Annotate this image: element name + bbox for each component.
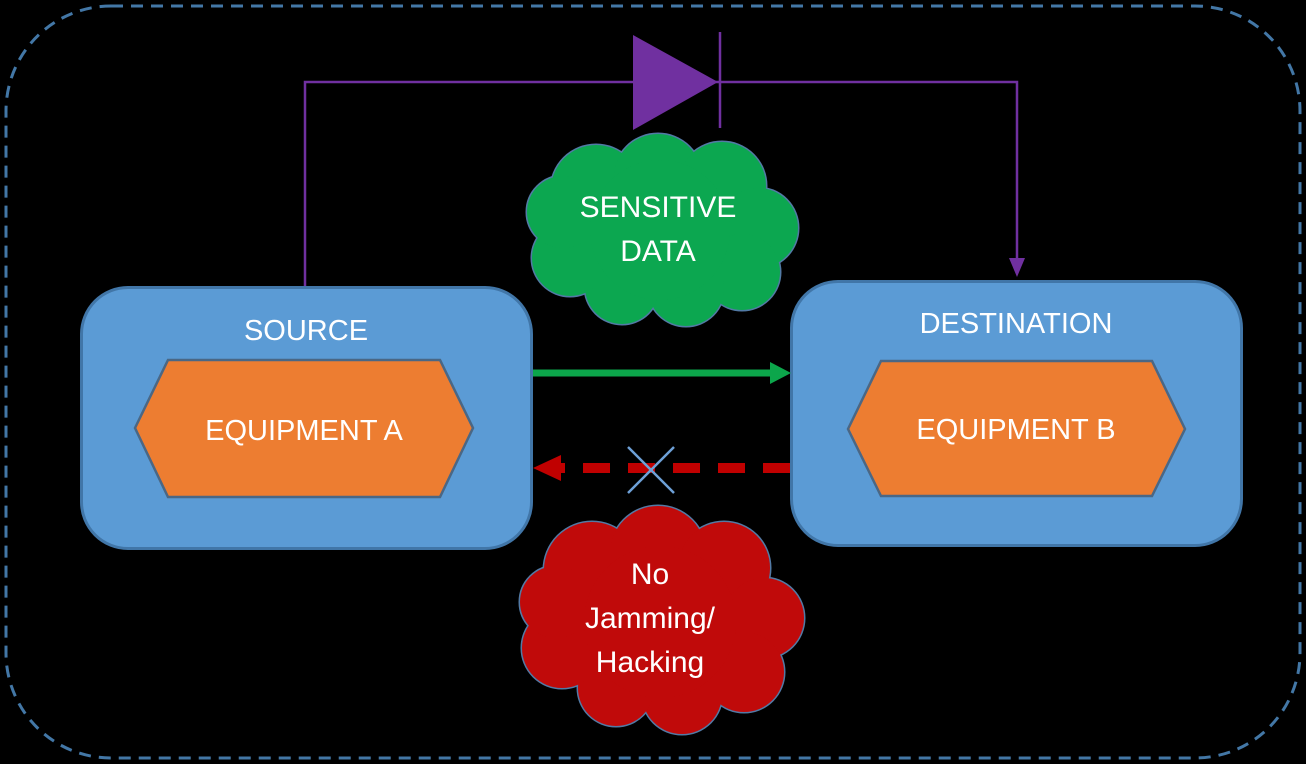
sensitive-data-cloud-label: SENSITIVE DATA <box>579 191 737 268</box>
diode-route-arrowhead <box>1009 258 1025 277</box>
destination-label: DESTINATION <box>919 307 1113 340</box>
equipment-a-hexagon <box>133 358 475 499</box>
one-way-diode-route <box>303 32 1025 286</box>
equipment-b-hexagon <box>846 359 1187 498</box>
blocked-cloud-shape <box>518 504 806 736</box>
blocked-cloud-label: No Jamming/ Hacking <box>584 558 716 679</box>
sensitive-data-cloud-shape <box>525 132 800 328</box>
allowed-flow-arrow <box>533 362 791 384</box>
equipment-b-label: EQUIPMENT B <box>916 413 1116 446</box>
blocked-x-mark-icon <box>627 446 675 494</box>
blocked-flow-arrowhead <box>533 455 561 481</box>
outer-dashed-border <box>4 4 1302 760</box>
allowed-flow-arrowhead <box>770 362 791 384</box>
blocked-flow-arrow <box>533 446 790 494</box>
source-label: SOURCE <box>243 314 369 347</box>
equipment-a-label: EQUIPMENT A <box>205 414 403 447</box>
diode-triangle-icon <box>633 35 718 130</box>
